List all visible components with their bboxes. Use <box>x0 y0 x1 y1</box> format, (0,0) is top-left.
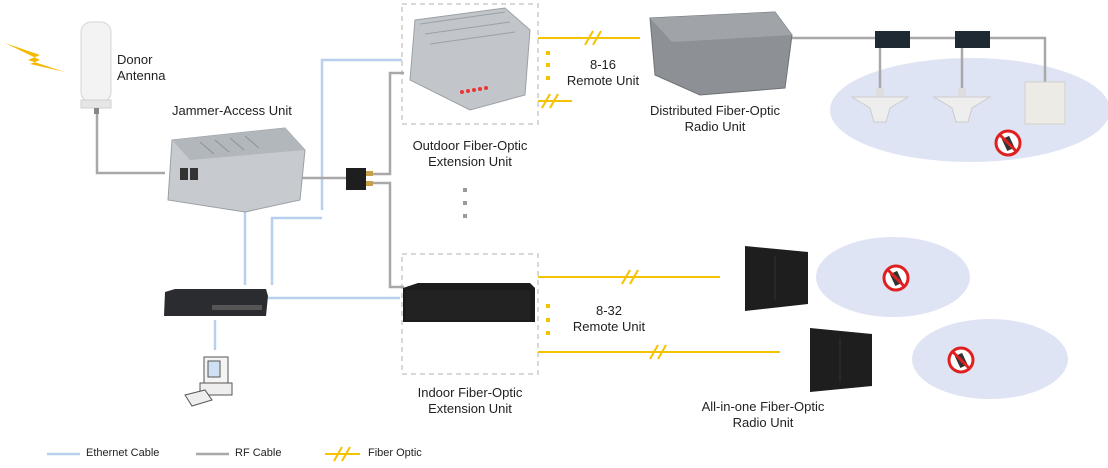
outdoor-extension-unit-label-line2: Extension Unit <box>428 154 512 169</box>
all-in-one-radio-unit-label-line1: All-in-one Fiber-Optic <box>701 399 825 414</box>
indoor-extension-unit-label-line1: Indoor Fiber-Optic <box>417 385 523 400</box>
all-in-one-radio-unit-label: All-in-one Fiber-Optic Radio Unit <box>688 399 838 431</box>
ethernet-switch <box>164 289 268 316</box>
no-cellphone-icon <box>947 346 975 374</box>
donor-antenna-label-line2: Antenna <box>117 68 166 83</box>
indoor-extension-unit-label: Indoor Fiber-Optic Extension Unit <box>400 385 540 417</box>
outdoor-remote-count-value: 8-16 <box>589 57 617 72</box>
legend-rf-label: RF Cable <box>235 447 282 459</box>
legend-ethernet-label: Ethernet Cable <box>86 447 160 459</box>
fiber-optic-cables <box>538 30 780 360</box>
legend-fiber-label: Fiber Optic <box>368 447 422 459</box>
outdoor-extension-unit <box>409 7 531 111</box>
ceiling-antenna-2 <box>932 88 992 123</box>
ceiling-antenna-1 <box>850 88 910 123</box>
splitter-port-1 <box>366 171 373 176</box>
outdoor-unit-frame <box>401 3 539 125</box>
coupler-1 <box>875 31 910 48</box>
coupler-2 <box>955 31 990 48</box>
splitter-port-2 <box>366 181 373 186</box>
outdoor-extension-unit-label-line1: Outdoor Fiber-Optic <box>412 138 528 153</box>
rf-cables <box>95 36 1047 289</box>
jammer-access-unit <box>167 127 306 213</box>
indoor-unit-frame <box>401 253 539 375</box>
all-in-one-radio-unit-label-line2: Radio Unit <box>732 415 794 430</box>
distributed-radio-unit-label-line2: Radio Unit <box>684 119 746 134</box>
all-in-one-radio-unit-2 <box>810 328 872 392</box>
power-splitter <box>346 168 366 190</box>
distributed-radio-unit-label-line1: Distributed Fiber-Optic <box>649 103 781 118</box>
outdoor-remote-count-label: 8-16 Remote Unit <box>560 57 646 89</box>
donor-antenna-label-line1: Donor <box>117 52 153 67</box>
all-in-one-radio-unit-1 <box>745 246 808 311</box>
ethernet-cables <box>213 58 402 350</box>
jammer-access-unit-label: Jammer-Access Unit <box>172 103 292 118</box>
no-cellphone-icon <box>882 264 910 292</box>
indoor-extension-unit-label-line2: Extension Unit <box>428 401 512 416</box>
indoor-remote-count-label: 8-32 Remote Unit <box>566 303 652 335</box>
donor-antenna-label: Donor Antenna <box>117 52 165 84</box>
coverage-area-allinone-2 <box>912 319 1068 399</box>
more-units-dots <box>463 188 467 218</box>
donor-antenna <box>80 21 112 114</box>
lightning-signal-icon <box>5 43 65 72</box>
indoor-remote-count-caption: Remote Unit <box>572 319 646 334</box>
computer <box>184 356 233 407</box>
indoor-remote-count-value: 8-32 <box>595 303 623 318</box>
legend-fiber-swatch <box>325 446 360 462</box>
distributed-radio-unit <box>649 11 793 96</box>
outdoor-extension-unit-label: Outdoor Fiber-Optic Extension Unit <box>405 138 535 170</box>
outdoor-remote-count-caption: Remote Unit <box>566 73 640 88</box>
remote-unit-dots <box>546 51 550 335</box>
indoor-extension-unit <box>403 283 535 322</box>
distributed-radio-unit-label: Distributed Fiber-Optic Radio Unit <box>640 103 790 135</box>
no-cellphone-icon <box>994 129 1022 157</box>
panel-antenna <box>1024 81 1066 125</box>
